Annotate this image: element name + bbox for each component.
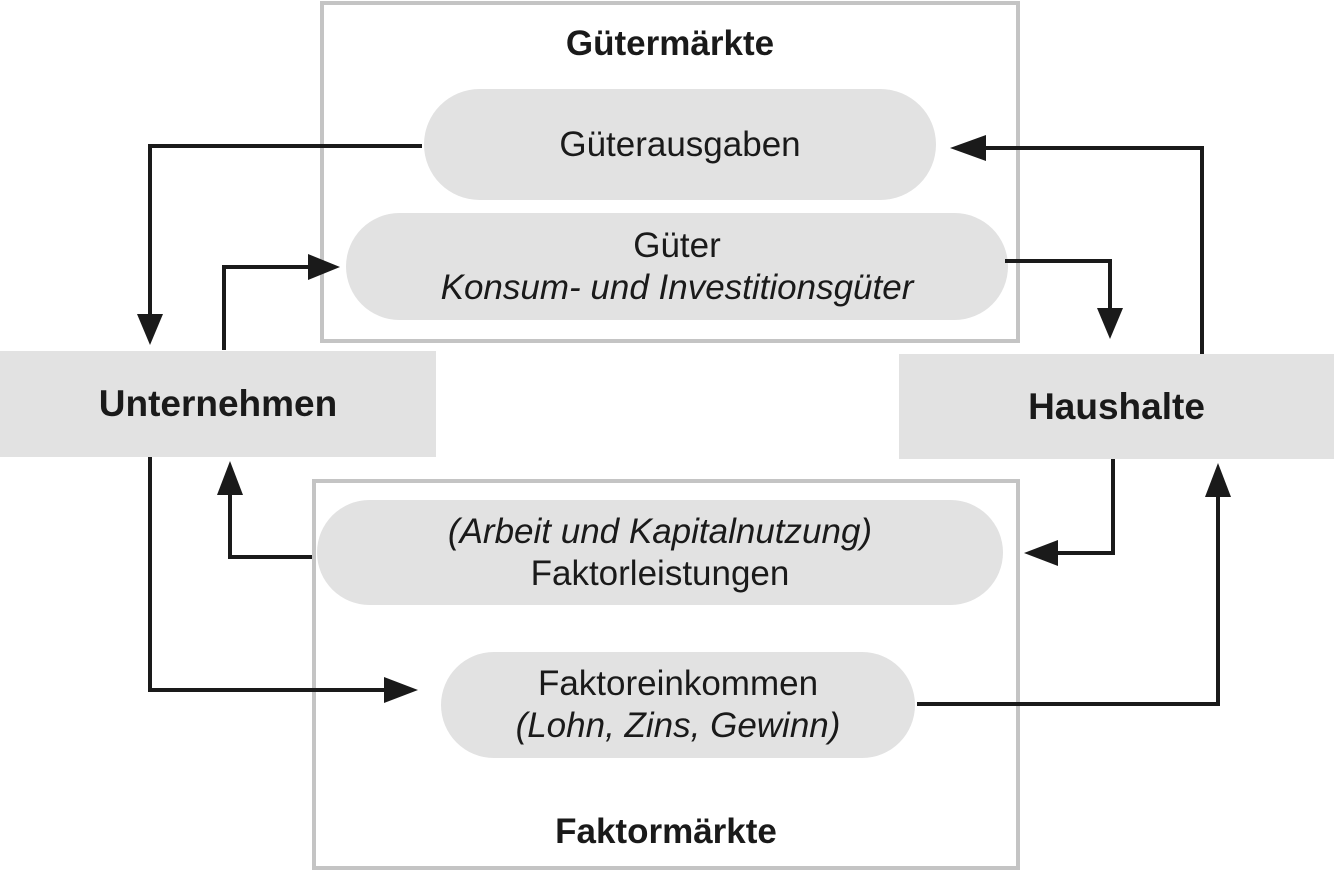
goods-flow-label: Güter: [633, 225, 721, 265]
arrowhead-right-income: [384, 677, 418, 703]
arrow-services-to-firms: [228, 491, 312, 559]
factor-services-detail: (Arbeit und Kapitalnutzung): [447, 511, 873, 551]
arrowhead-down-firms: [137, 314, 163, 345]
arrowhead-up-households: [1205, 463, 1231, 497]
goods-expenditure-flow: Güterausgaben: [424, 89, 936, 200]
goods-flow: Güter Konsum- und Investitionsgüter: [346, 213, 1008, 320]
factor-market-title: Faktormärkte: [555, 812, 777, 851]
arrow-firms-to-goods: [222, 265, 310, 350]
arrow-goods-to-households: [1005, 259, 1112, 312]
factor-income-label: Faktoreinkommen: [537, 664, 819, 703]
arrow-households-to-expenditure: [982, 146, 1204, 354]
households-label: Haushalte: [1028, 385, 1205, 427]
arrow-firms-to-income: [148, 457, 388, 692]
arrowhead-left-services: [1024, 540, 1058, 566]
factor-services-label: Faktorleistungen: [530, 553, 790, 593]
households-box: Haushalte: [899, 354, 1334, 459]
arrow-income-to-households: [917, 493, 1220, 706]
factor-market-frame: [312, 479, 1020, 870]
goods-expenditure-label: Güterausgaben: [559, 124, 801, 164]
arrowhead-up-firms: [217, 461, 243, 495]
firms-box: Unternehmen: [0, 351, 436, 457]
goods-market-title: Gütermärkte: [565, 24, 775, 63]
arrow-expenditure-to-firms: [148, 144, 422, 318]
arrowhead-left-expenditure: [950, 135, 986, 161]
goods-market-frame: [320, 1, 1020, 343]
arrowhead-down-households: [1097, 308, 1123, 339]
arrowhead-right-goods: [308, 254, 340, 280]
arrow-households-to-services: [1055, 459, 1115, 555]
firms-label: Unternehmen: [98, 383, 338, 424]
factor-income-detail: (Lohn, Zins, Gewinn): [515, 706, 841, 745]
factor-services-flow: (Arbeit und Kapitalnutzung) Faktorleistu…: [317, 500, 1003, 605]
factor-income-flow: Faktoreinkommen (Lohn, Zins, Gewinn): [441, 652, 915, 758]
goods-flow-detail: Konsum- und Investitionsgüter: [440, 267, 914, 307]
